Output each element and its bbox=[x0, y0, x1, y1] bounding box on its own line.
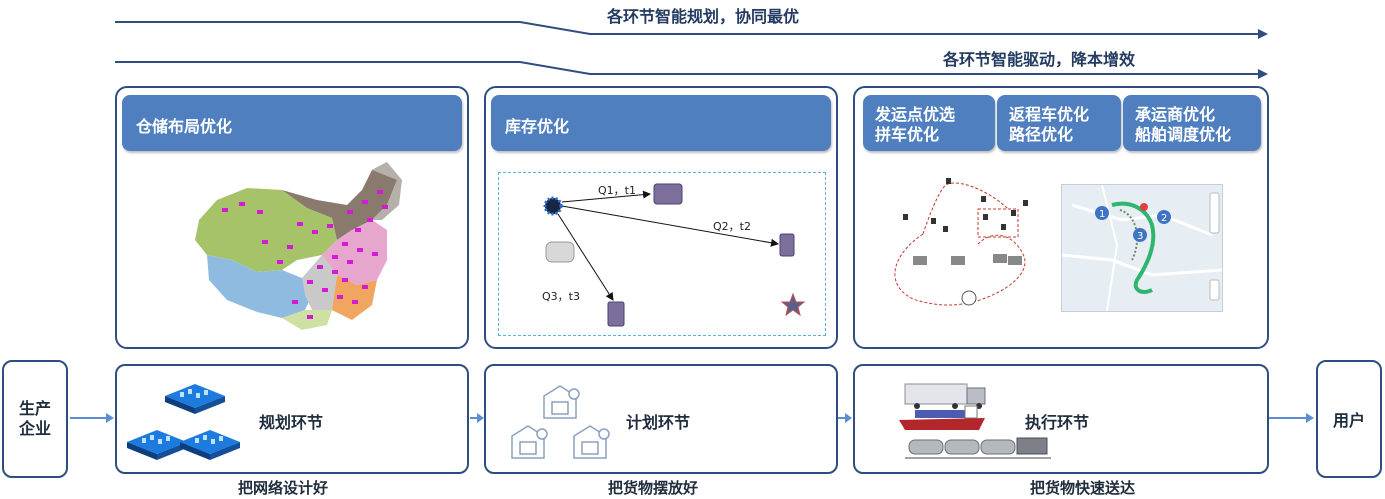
node-q2-warehouse bbox=[779, 233, 795, 257]
edge-label-q1: Q1，t1 bbox=[598, 184, 636, 197]
transport-header-2-line2: 路径优化 bbox=[1009, 125, 1074, 144]
route-map-marker-3-label: 3 bbox=[1137, 231, 1143, 242]
ship-icon bbox=[899, 405, 985, 430]
scheduling-stage-box: 计划环节 bbox=[484, 364, 838, 474]
route-map-marker-2-label: 2 bbox=[1161, 213, 1167, 224]
transport-header-2-line1: 返程车优化 bbox=[1009, 105, 1090, 124]
transport-vehicles-icon bbox=[899, 383, 1051, 459]
china-map-image bbox=[195, 162, 402, 330]
inventory-panel-title: 库存优化 bbox=[505, 117, 570, 136]
map-region-center bbox=[302, 255, 337, 310]
map-region-east bbox=[322, 220, 387, 285]
server-rack-bottom-right bbox=[180, 430, 240, 460]
transport-header-2: 返程车优化 路径优化 bbox=[997, 95, 1121, 151]
warehouse-markers bbox=[222, 190, 388, 319]
top-arrow-2-label: 各环节智能驱动，降本增效 bbox=[943, 50, 1136, 69]
route-network-diagram bbox=[894, 178, 1028, 306]
server-rack-top bbox=[165, 384, 225, 414]
route-loop-right bbox=[972, 234, 1026, 303]
route-loop-left bbox=[894, 233, 974, 306]
producer-label-line2: 企业 bbox=[18, 419, 51, 438]
node-q3-warehouse bbox=[607, 301, 625, 327]
node-storage-tank bbox=[545, 241, 575, 263]
execution-stage-box: 执行环节 bbox=[853, 364, 1269, 474]
train-icon bbox=[905, 437, 1051, 459]
star-node bbox=[780, 292, 806, 317]
warehouse-icons bbox=[511, 385, 610, 459]
planning-stage-label: 规划环节 bbox=[259, 413, 324, 432]
route-map-svg: 1 2 3 bbox=[1062, 185, 1222, 311]
route-map-path bbox=[1111, 201, 1156, 294]
warehouse-panel-header: 仓储布局优化 bbox=[122, 95, 462, 151]
route-map-marker-3 bbox=[1133, 228, 1147, 242]
map-region-yunnan bbox=[282, 310, 332, 330]
route-map-marker-1 bbox=[1095, 206, 1109, 220]
transport-header-1: 发运点优选 拼车优化 bbox=[863, 95, 995, 151]
edge-q1 bbox=[561, 190, 651, 203]
route-globe-icon bbox=[961, 290, 977, 306]
server-racks-icon bbox=[127, 384, 240, 460]
inventory-network-diagram: Q1，t1 Q2，t2 Q3，t3 bbox=[542, 183, 806, 327]
map-region-northeast bbox=[372, 162, 402, 220]
edge-q2 bbox=[561, 205, 779, 247]
source-node bbox=[543, 196, 563, 216]
user-box: 用户 bbox=[1316, 360, 1382, 478]
top-arrow-1-line bbox=[115, 21, 1262, 35]
warehouse-icon-top bbox=[543, 385, 580, 419]
planning-stage-box: 规划环节 bbox=[115, 364, 469, 474]
transport-header-3-line2: 船舶调度优化 bbox=[1135, 125, 1232, 144]
server-rack-bottom-left bbox=[127, 430, 187, 460]
transport-panel: 发运点优选 拼车优化 返程车优化 路径优化 承运商优化 船舶调度优化 bbox=[853, 86, 1269, 349]
transport-header-1-line2: 拼车优化 bbox=[875, 125, 940, 144]
execution-stage-caption: 把货物快速送达 bbox=[1030, 479, 1136, 497]
scheduling-stage-label: 计划环节 bbox=[626, 413, 691, 432]
top-arrow-2-line bbox=[115, 61, 1262, 75]
warehouse-icon-left bbox=[511, 425, 548, 459]
top-arrows bbox=[115, 21, 1268, 79]
truck-icon bbox=[904, 383, 986, 409]
inventory-panel-header: 库存优化 bbox=[491, 95, 831, 151]
scheduling-stage-caption: 把货物摆放好 bbox=[608, 479, 699, 497]
top-arrow-1-label: 各环节智能规划，协同最优 bbox=[607, 7, 800, 26]
producer-label-line1: 生产 bbox=[18, 399, 51, 418]
map-region-southwest bbox=[207, 255, 312, 318]
route-depot-icons bbox=[913, 254, 1022, 265]
node-q1-warehouse bbox=[653, 183, 683, 205]
top-arrow-1-head bbox=[1258, 29, 1268, 39]
transport-header-3-line1: 承运商优化 bbox=[1135, 105, 1216, 124]
edge-q3 bbox=[557, 213, 614, 301]
edge-label-q3: Q3，t3 bbox=[542, 290, 580, 303]
route-cluster-box bbox=[977, 208, 1019, 238]
warehouse-panel: 仓储布局优化 bbox=[115, 86, 469, 349]
execution-stage-label: 执行环节 bbox=[1025, 413, 1090, 432]
top-arrow-2-head bbox=[1258, 69, 1268, 79]
planning-stage-caption: 把网络设计好 bbox=[238, 479, 329, 497]
transport-header-1-line1: 发运点优选 bbox=[875, 105, 956, 124]
warehouse-panel-title: 仓储布局优化 bbox=[136, 117, 233, 136]
user-label: 用户 bbox=[1332, 411, 1365, 430]
flow-arrows bbox=[70, 413, 1314, 423]
route-stop-markers bbox=[903, 178, 1028, 232]
inventory-panel: 库存优化 Q1，t1 Q2，t2 Q3，t3 bbox=[484, 86, 838, 349]
route-map-marker-2 bbox=[1157, 210, 1171, 224]
inventory-diagram-frame bbox=[498, 172, 826, 336]
producer-box: 生产 企业 bbox=[2, 360, 68, 478]
edge-label-q2: Q2，t2 bbox=[713, 220, 751, 233]
transport-header-3: 承运商优化 船舶调度优化 bbox=[1123, 95, 1261, 151]
route-map-marker-1-label: 1 bbox=[1099, 209, 1105, 220]
warehouse-icon-right bbox=[573, 425, 610, 459]
route-map-image: 1 2 3 bbox=[1061, 184, 1223, 312]
map-region-west bbox=[195, 188, 337, 272]
